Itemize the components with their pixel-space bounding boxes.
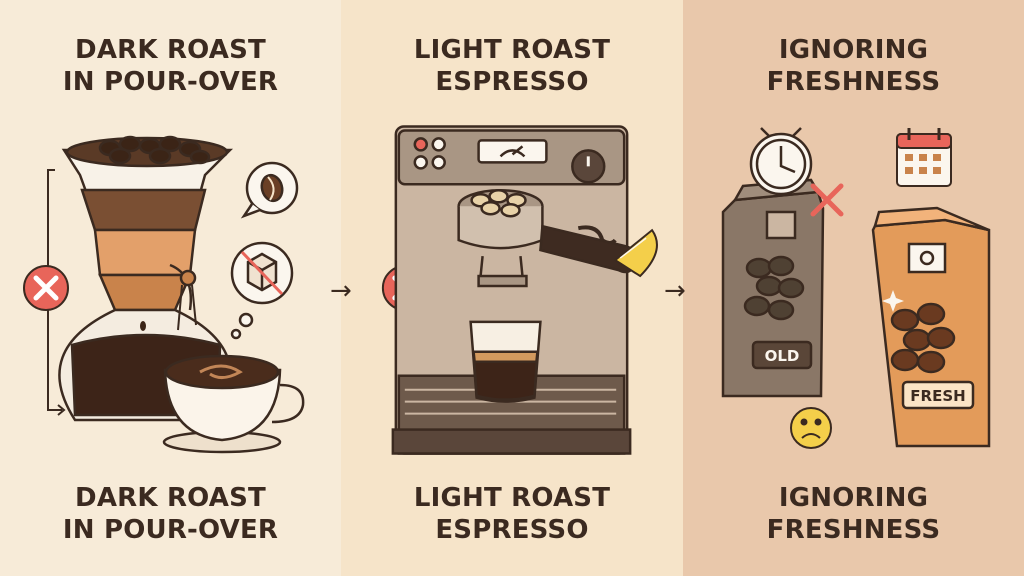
sad-face-icon (790, 407, 832, 449)
espresso-machine-icon (391, 125, 632, 455)
arrow-icon: → (664, 276, 686, 306)
panel-2-caption: LIGHT ROAST ESPRESSO (341, 482, 683, 546)
panel-3-title-line-2: FRESHNESS (766, 67, 941, 97)
panel-2-caption-line-1: LIGHT ROAST (413, 483, 611, 513)
panel-1-caption: DARK ROAST IN POUR-OVER (0, 482, 341, 546)
panel-3-caption-line-2: FRESHNESS (766, 515, 941, 545)
panel-3-caption: IGNORING FRESHNESS (683, 482, 1024, 546)
portafilter (457, 189, 638, 288)
fresh-coffee-bag: FRESH (871, 206, 991, 448)
coffee-bags-illustration: OLD FRESH (721, 127, 991, 449)
lemon-slice-icon (613, 228, 658, 278)
fresh-bag-label: FRESH (910, 387, 965, 405)
sparkle-icon (882, 290, 904, 312)
espresso-shot-icon (469, 320, 542, 403)
clock-icon (749, 127, 813, 196)
panel-1-title-line-1: DARK ROAST (75, 35, 266, 65)
panel-2-title-line-1: LIGHT ROAST (413, 35, 611, 65)
old-coffee-bag: OLD (721, 178, 825, 398)
x-mark-icon (23, 265, 69, 311)
panel-1-title-line-2: IN POUR-OVER (62, 67, 279, 97)
arrow-icon: → (330, 276, 352, 306)
panel-2-title: LIGHT ROAST ESPRESSO (341, 34, 683, 98)
old-bag-label: OLD (765, 347, 800, 365)
panel-3-title: IGNORING FRESHNESS (683, 34, 1024, 98)
coffee-cup-icon (162, 354, 305, 454)
coffee-bean-icon (240, 161, 299, 219)
x-mark-icon (810, 183, 844, 217)
panel-light-roast-espresso: LIGHT ROAST ESPRESSO (341, 0, 683, 576)
panel-3-title-line-1: IGNORING (778, 35, 929, 65)
panel-1-caption-line-2: IN POUR-OVER (62, 515, 279, 545)
panel-ignoring-freshness: IGNORING FRESHNESS OLD (683, 0, 1024, 576)
coffee-drip (140, 321, 146, 331)
panel-1-title: DARK ROAST IN POUR-OVER (0, 34, 341, 98)
panel-1-caption-line-1: DARK ROAST (75, 483, 266, 513)
panel-2-caption-line-2: ESPRESSO (435, 515, 589, 545)
pour-over-illustration (23, 135, 305, 454)
calendar-icon (896, 128, 952, 187)
crossed-cube-icon (230, 241, 294, 340)
panel-3-caption-line-1: IGNORING (778, 483, 929, 513)
espresso-illustration (381, 125, 658, 455)
panel-dark-roast: DARK ROAST IN POUR-OVER (0, 0, 341, 576)
panel-2-title-line-2: ESPRESSO (435, 67, 589, 97)
